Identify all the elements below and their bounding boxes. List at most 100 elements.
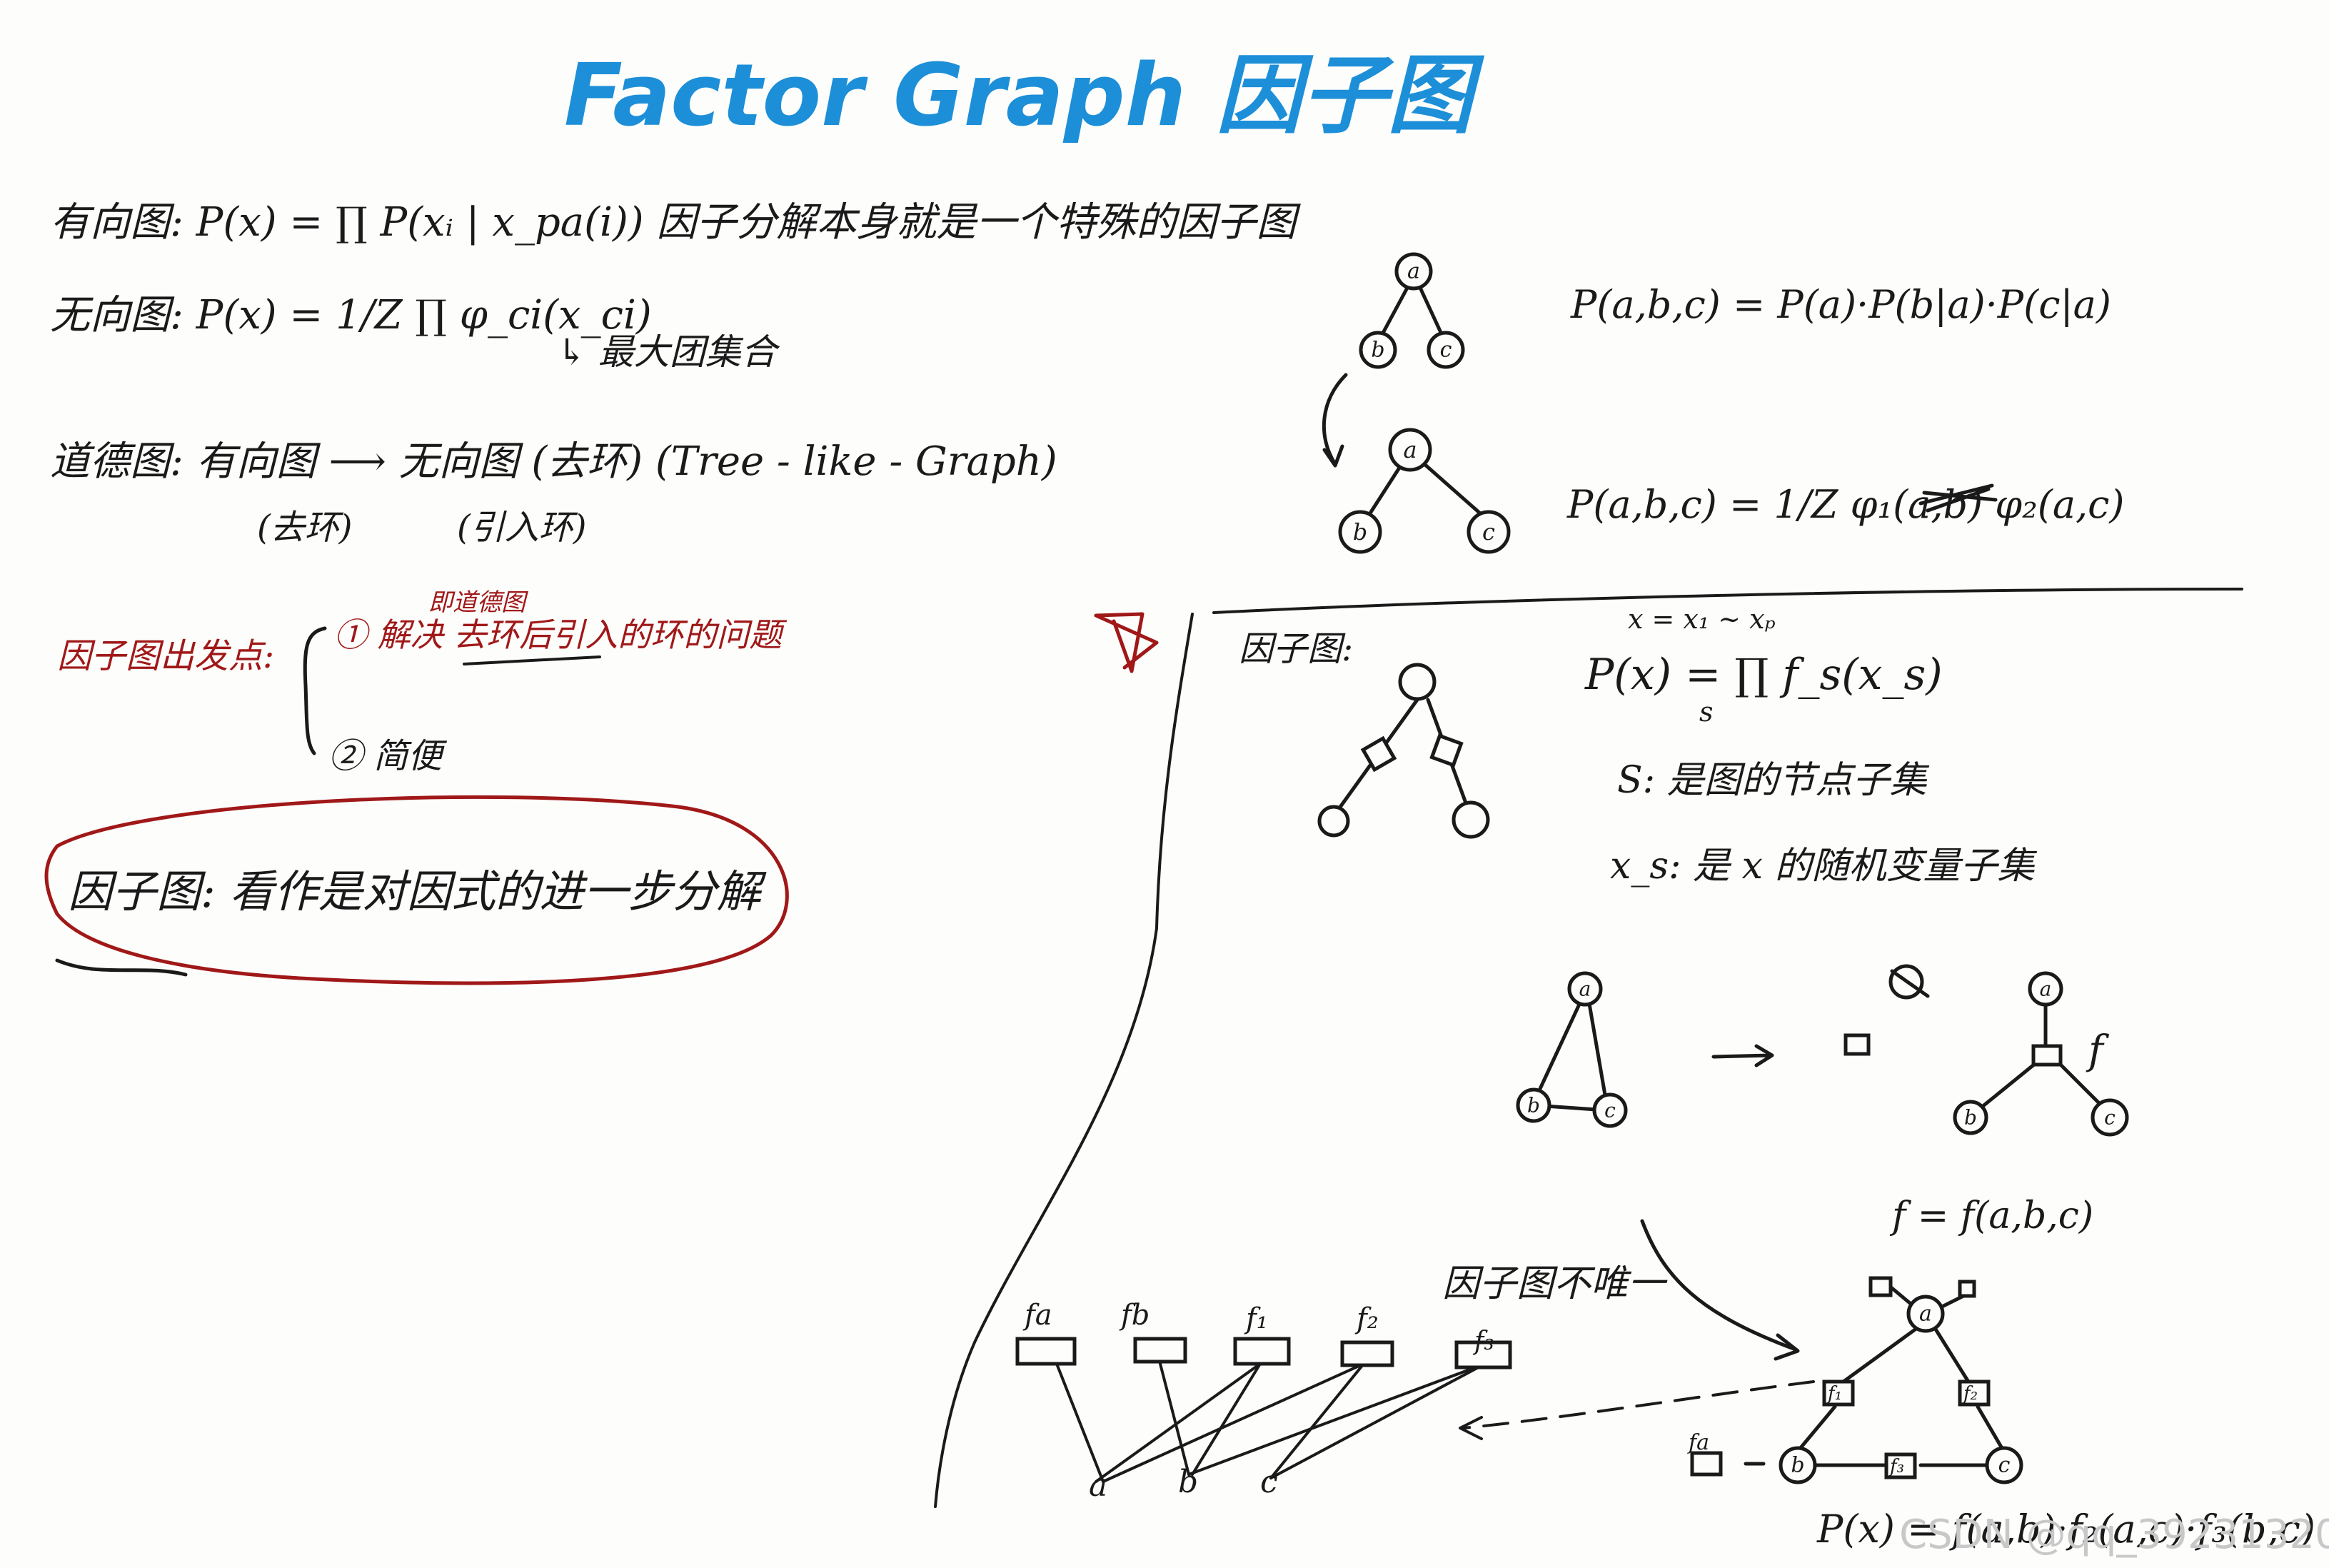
moral-sub-remove-loop: (去环) [257,508,352,548]
scribble-node-strike [1890,969,1930,998]
bp-factor [1015,1337,1077,1366]
factor-graph-definition: 因子图: 看作是对因式的进一步分解 [68,865,768,918]
tfg-factor [1884,1452,1917,1479]
tfg-edge [1836,1326,1919,1387]
tri-node-b-label: b [1527,1094,1540,1117]
node-c-mid-label: c [1482,518,1495,546]
tri-to-star-arrow [1711,1044,1774,1067]
tfg-edge [1976,1404,2005,1452]
tfg-side-factor [1690,1451,1723,1477]
tfg-node-b-label: b [1791,1453,1804,1478]
fg-node-left [1317,805,1350,838]
bp-factor-label: f₃ [1472,1327,1494,1356]
definition-ellipse [44,795,789,985]
tfg-factor [1822,1379,1855,1407]
bp-var-label: c [1260,1464,1278,1500]
tfg-factor-label: f₂ [1962,1383,1978,1404]
star-mark [1094,612,1159,673]
star-node-a [2028,971,2063,1007]
bipartite-factor-graph: fa fb f₁ f₂ f₃ a b c [1015,1299,1512,1504]
final-formula: P(x) = f(a,b)·f₂(a,c)·f₃(b,c) [1816,1507,2315,1552]
motivation-label: 因子图出发点: [57,636,274,676]
factor-graph-label: 因子图: [1239,629,1353,669]
star-factor [2031,1044,2063,1067]
motivation-underline [463,655,601,665]
tfg-factor-label: f₃ [1888,1456,1904,1477]
watermark: CSDN @qq_39231320 [1899,1512,2329,1558]
star-node-b [1953,1100,1988,1135]
tfg-factor [1958,1280,1976,1298]
page-title: Factor Graph 因子图 [564,46,1485,146]
star-node-c [2091,1098,2129,1137]
bp-factor-label: f₂ [1354,1302,1379,1335]
horizontal-divider [1212,588,2243,614]
bp-edge [1269,1362,1365,1479]
motivation-brace [303,626,327,755]
s-definition: S: 是图的节点子集 [1617,759,1930,802]
bp-factor-label: fa [1022,1299,1052,1332]
star-edge-c [2058,1062,2105,1109]
tri-node-a-label: a [1579,978,1591,1001]
node-a-mid [1388,428,1432,472]
tfg-factor [1958,1379,1991,1407]
bp-var-label: a [1089,1467,1107,1504]
tfg-side-label: fa [1687,1430,1709,1455]
tri-node-c [1592,1092,1628,1128]
dashed-arrow-head [1459,1416,1483,1440]
node-b-top [1359,331,1397,369]
bp-edge [1269,1362,1487,1479]
tri-node-b [1516,1087,1551,1123]
tri-node-c-label: c [1604,1099,1616,1122]
bp-edge [1159,1362,1190,1476]
tfg-node-c-label: c [1998,1453,2011,1478]
node-a-top [1394,252,1433,291]
edge-a-c [1419,287,1444,338]
fg-node-top [1398,663,1437,701]
star-factor-label: f [2086,1027,2110,1074]
tfg-factor-label: f₁ [1826,1383,1842,1404]
directed-factorization: P(a,b,c) = P(a)·P(b|a)·P(c|a) [1570,282,2111,327]
x-definition: x = x₁ ~ xₚ [1628,603,1776,635]
factor-graph-formula: P(x) = ∏ f_s(x_s) [1584,650,1943,700]
non-unique-note: 因子图不唯一 [1442,1262,1668,1305]
bp-edge [1102,1362,1365,1483]
star-node-b-label: b [1964,1106,1977,1130]
tri-node-a [1567,971,1603,1007]
edge-a-b-undirected [1365,466,1402,520]
tfg-edge [1933,1326,1973,1387]
motivation-item-1-above: 即道德图 [428,588,528,617]
tfg-node-a [1906,1295,1945,1333]
scribble-factor [1843,1033,1871,1056]
edge-a-b [1379,287,1409,338]
moral-sub-add-loop: (引入环) [457,508,586,548]
bp-edge [1055,1362,1105,1483]
bp-factor [1454,1340,1512,1370]
bp-var-label: b [1178,1464,1198,1500]
node-b-top-label: b [1371,338,1384,363]
bp-factor [1233,1337,1291,1366]
undirected-factorization: P(a,b,c) = 1/Z φ₁(a,b) φ₂(a,c) [1566,482,2125,527]
transform-arrow [1322,373,1348,466]
bp-edge [1095,1362,1262,1483]
fg-factor-right [1429,733,1464,768]
node-c-mid [1467,510,1511,554]
transform-arrow-head [1322,444,1344,468]
max-clique-note: ↳ 最大团集合 [557,331,780,373]
fg-node-right [1452,800,1490,839]
scribble-cross-out [1918,483,1998,513]
bp-factor-label: f₁ [1244,1302,1268,1335]
node-a-top-label: a [1407,259,1420,284]
star-node-a-label: a [2040,978,2052,1001]
vertical-divider [934,613,1194,1508]
dashed-arrow [1462,1380,1815,1429]
tfg-node-a-label: a [1919,1302,1932,1327]
star-edge-b [1976,1062,2037,1112]
node-c-top-label: c [1440,338,1452,363]
moral-graph-line: 道德图: 有向图 ⟶ 无向图 (去环) (Tree - like - Graph… [50,438,1057,485]
fg-factor-left [1360,735,1397,773]
xs-definition: x_s: 是 x 的随机变量子集 [1610,845,2037,888]
tri-edge-ac [1586,997,1609,1105]
bp-edge [1187,1362,1487,1476]
bp-factor-label: fb [1119,1299,1150,1332]
